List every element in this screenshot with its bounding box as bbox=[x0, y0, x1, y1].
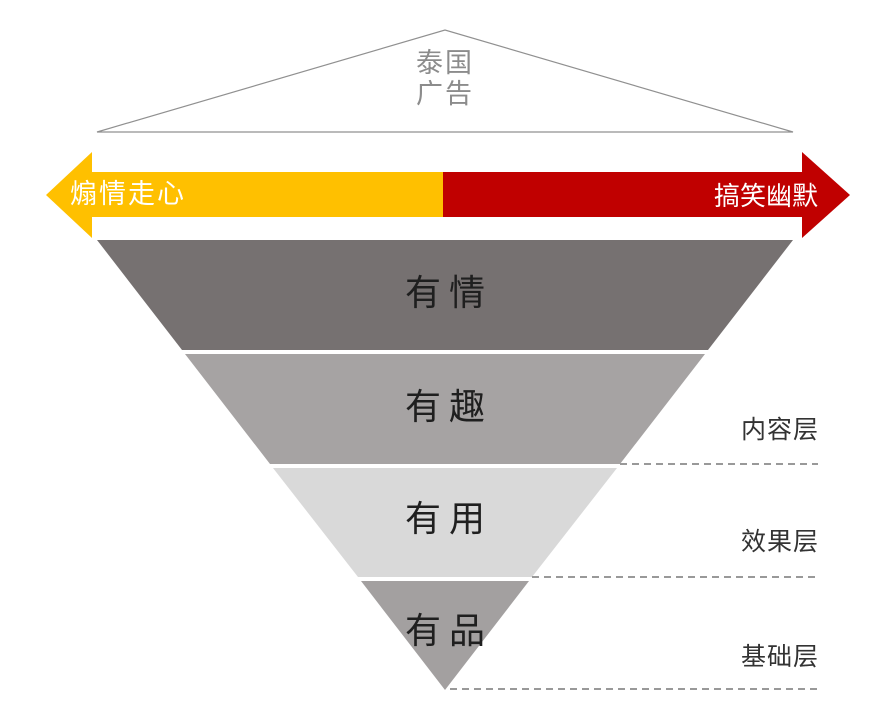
funnel-label-youpin: 有品 bbox=[404, 610, 493, 651]
roof-title-line1: 泰国 bbox=[416, 48, 474, 78]
roof-triangle-outline bbox=[96, 29, 794, 133]
arrow-left-label: 煽情走心 bbox=[70, 179, 186, 209]
arrow-right-label: 搞笑幽默 bbox=[713, 181, 818, 211]
arrow-left-head bbox=[46, 152, 92, 238]
arrow-right-bar bbox=[443, 172, 803, 217]
funnel-layer-youqu bbox=[185, 354, 705, 464]
roof-title-line2: 广告 bbox=[416, 79, 474, 109]
funnel-label-youqu: 有趣 bbox=[404, 386, 493, 427]
tier-label-effect: 效果层 bbox=[740, 528, 819, 556]
funnel-layer-youqing bbox=[97, 240, 793, 350]
funnel-layer-youpin bbox=[361, 581, 529, 690]
funnel-label-youqing: 有情 bbox=[404, 272, 493, 313]
funnel-label-youyong: 有用 bbox=[404, 498, 493, 539]
tier-label-content: 内容层 bbox=[740, 416, 819, 444]
roof-title: 泰国 广告 bbox=[370, 48, 520, 110]
funnel-layer-youyong bbox=[273, 468, 617, 577]
arrow-left-bar bbox=[90, 172, 443, 217]
tier-label-base: 基础层 bbox=[740, 643, 819, 671]
arrow-right-head bbox=[802, 152, 850, 238]
